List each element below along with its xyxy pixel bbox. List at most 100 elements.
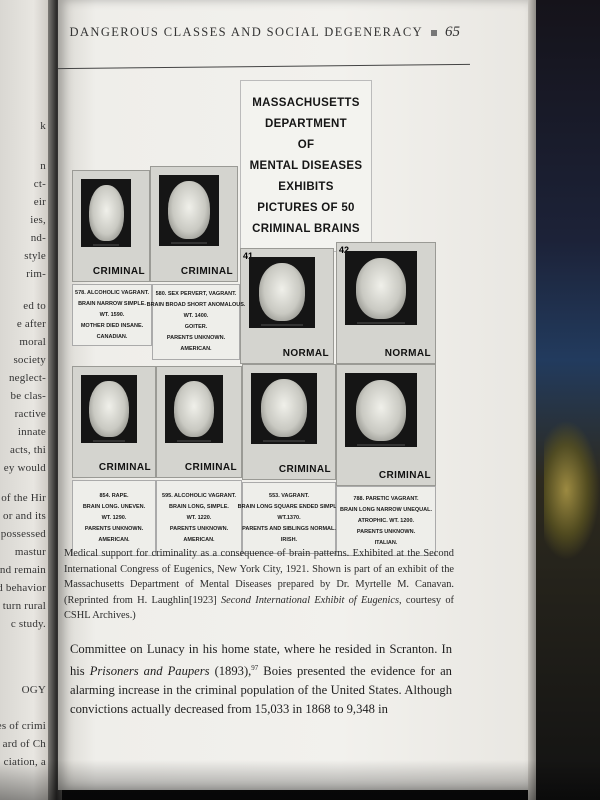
brain-card-label: CRIMINAL [180, 266, 233, 277]
specimen-label-line: CANADIAN. [96, 333, 128, 340]
sign-line: DEPARTMENT [264, 117, 347, 130]
facing-page-text: rim- [26, 268, 46, 280]
sign-line: OF [297, 138, 315, 151]
specimen-label-line: 788. PARETIC VAGRANT. [353, 495, 419, 502]
specimen-label-line: BRAIN LONG, SIMPLE. [169, 503, 229, 510]
facing-page-text: nd remain [0, 564, 46, 576]
specimen-label: 595. ALCOHOLIC VAGRANT. BRAIN LONG, SIMPL… [156, 480, 242, 556]
page-edge [528, 0, 536, 800]
facing-page-text: nd- [30, 232, 46, 244]
specimen-label-line: PARENTS UNKNOWN. [356, 528, 416, 535]
facing-page-text: ct- [33, 178, 46, 190]
brain-card: CRIMINAL [242, 364, 336, 480]
facing-page-text: neglect- [8, 372, 46, 384]
facing-page-text: innate [17, 426, 46, 438]
facing-page-text: society [13, 354, 46, 366]
specimen-label-line: 854. RAPE. [99, 492, 129, 499]
paragraph-text: Boies presented the evidence for an alar… [70, 664, 452, 717]
brain-card-label: NORMAL [384, 348, 431, 359]
specimen-label-line: AMERICAN. [98, 536, 130, 543]
exhibit-photo: MASSACHUSETTS DEPARTMENT OF MENTAL DISEASES… [68, 80, 440, 556]
specimen-label-line: 595. ALCOHOLIC VAGRANT. [162, 492, 236, 499]
facing-page-text: ies, [30, 214, 46, 226]
paragraph-text: Committee on Lunacy in his home state, w… [70, 642, 452, 679]
paragraph-text: (1893), [209, 664, 252, 679]
facing-page-text: es of crimi [0, 720, 46, 732]
sign-line: PICTURES OF 50 [257, 201, 355, 214]
specimen-label-line: AMERICAN. [183, 536, 215, 543]
running-title: DANGEROUS CLASSES AND SOCIAL DEGENERACY [69, 25, 423, 39]
book-title: Prisoners and Paupers [89, 664, 210, 679]
brain-card-label: CRIMINAL [378, 470, 431, 481]
figure-caption: Medical support for criminality as a con… [64, 546, 454, 624]
specimen-label-line: WT.1370. [277, 514, 301, 521]
specimen-label-line: BRAIN NARROW SIMPLE. [78, 300, 146, 307]
brain-image [165, 375, 223, 444]
specimen-label-line: WT. 1400. [183, 313, 209, 319]
specimen-label-line: GOITER. [184, 324, 208, 330]
specimen-label-line: 553. VAGRANT. [269, 492, 309, 499]
specimen-label-line: 578. ALCOHOLIC VAGRANT. [75, 289, 149, 296]
brain-card-label: NORMAL [282, 348, 329, 359]
caption-italic-title: Second International Exhibit of Eugenics [220, 594, 400, 606]
facing-page-text: ard of Ch [2, 738, 46, 750]
separator-square [431, 29, 437, 36]
specimen-label: 854. RAPE.BRAIN LONG. UNEVEN.WT. 1290.PA… [72, 480, 156, 556]
background-cover [536, 0, 600, 800]
specimen-label-line: PARENTS AND SIBLINGS NORMAL. [242, 525, 336, 532]
sign-line: EXHIBITS [278, 180, 334, 193]
facing-page-text: k [40, 120, 46, 132]
page-number: 65 [445, 24, 460, 40]
facing-page-text: acts, thi [9, 444, 46, 456]
card-number: 41 [243, 251, 254, 261]
facing-page-text: o turn rural [0, 600, 46, 612]
brain-image [249, 257, 315, 328]
specimen-label-line: ATROPHIC. WT. 1200. [357, 517, 415, 524]
facing-page-text: OGY [21, 684, 46, 696]
brain-card-label: CRIMINAL [184, 462, 237, 473]
brain-image [81, 375, 137, 444]
facing-page-text: be clas- [10, 390, 46, 402]
footnote-marker: 97 [251, 664, 259, 672]
facing-page-text: n [40, 160, 46, 172]
brain-card-label: CRIMINAL [98, 462, 151, 473]
brain-image [345, 251, 417, 326]
running-header: DANGEROUS CLASSES AND SOCIAL DEGENERACY 6… [60, 24, 460, 44]
facing-page-text: ractive [14, 408, 46, 420]
sign-line: MENTAL DISEASES [249, 159, 363, 172]
specimen-label: 788. PARETIC VAGRANT.BRAIN LONG NARROW U… [336, 486, 436, 556]
specimen-label-line: WT. 1590. [99, 311, 125, 318]
specimen-label-line: MOTHER DIED INSANE. [80, 322, 144, 329]
bottom-shadow [0, 760, 600, 800]
facing-page-text: ed to [23, 300, 46, 312]
sign-line: MASSACHUSETTS [252, 96, 360, 109]
brain-card: CRIMINAL [150, 166, 238, 282]
body-paragraph: Committee on Lunacy in his home state, w… [70, 640, 452, 719]
brain-card-label: CRIMINAL [92, 266, 145, 277]
specimen-label: 578. ALCOHOLIC VAGRANT. BRAIN NARROW SIMP… [72, 284, 152, 346]
facing-page-text: c study. [10, 618, 46, 630]
specimen-label-line: WT. 1290. [101, 514, 127, 521]
facing-page-text: eir [33, 196, 46, 208]
caption-text: Medical support for criminality as a con… [64, 548, 454, 606]
exhibit-sign: MASSACHUSETTS DEPARTMENT OF MENTAL DISEASES… [240, 80, 372, 252]
brain-card-label: CRIMINAL [278, 464, 331, 475]
facing-page-text: mastur [14, 546, 46, 558]
brain-card: CRIMINAL [72, 170, 150, 282]
specimen-label-line: IRISH. [280, 536, 298, 543]
facing-page-text: ed behavior [0, 582, 46, 594]
specimen-label-line: BRAIN LONG SQUARE ENDED SIMPLE [237, 503, 341, 510]
brain-image [251, 373, 317, 444]
brain-image [81, 179, 131, 248]
specimen-label-line: AMERICAN. [180, 346, 212, 352]
facing-page-text: ciation, a [4, 756, 46, 768]
facing-page-text: or and its [3, 510, 46, 522]
specimen-label-line: PARENTS UNKNOWN. [84, 525, 144, 532]
specimen-label-line: 580. SEX PERVERT, VAGRANT. [155, 291, 237, 297]
brain-image [159, 175, 219, 246]
specimen-label-line: PARENTS UNKNOWN. [166, 335, 226, 341]
specimen-label-line: BRAIN BROAD SHORT ANOMALOUS. [146, 302, 246, 308]
